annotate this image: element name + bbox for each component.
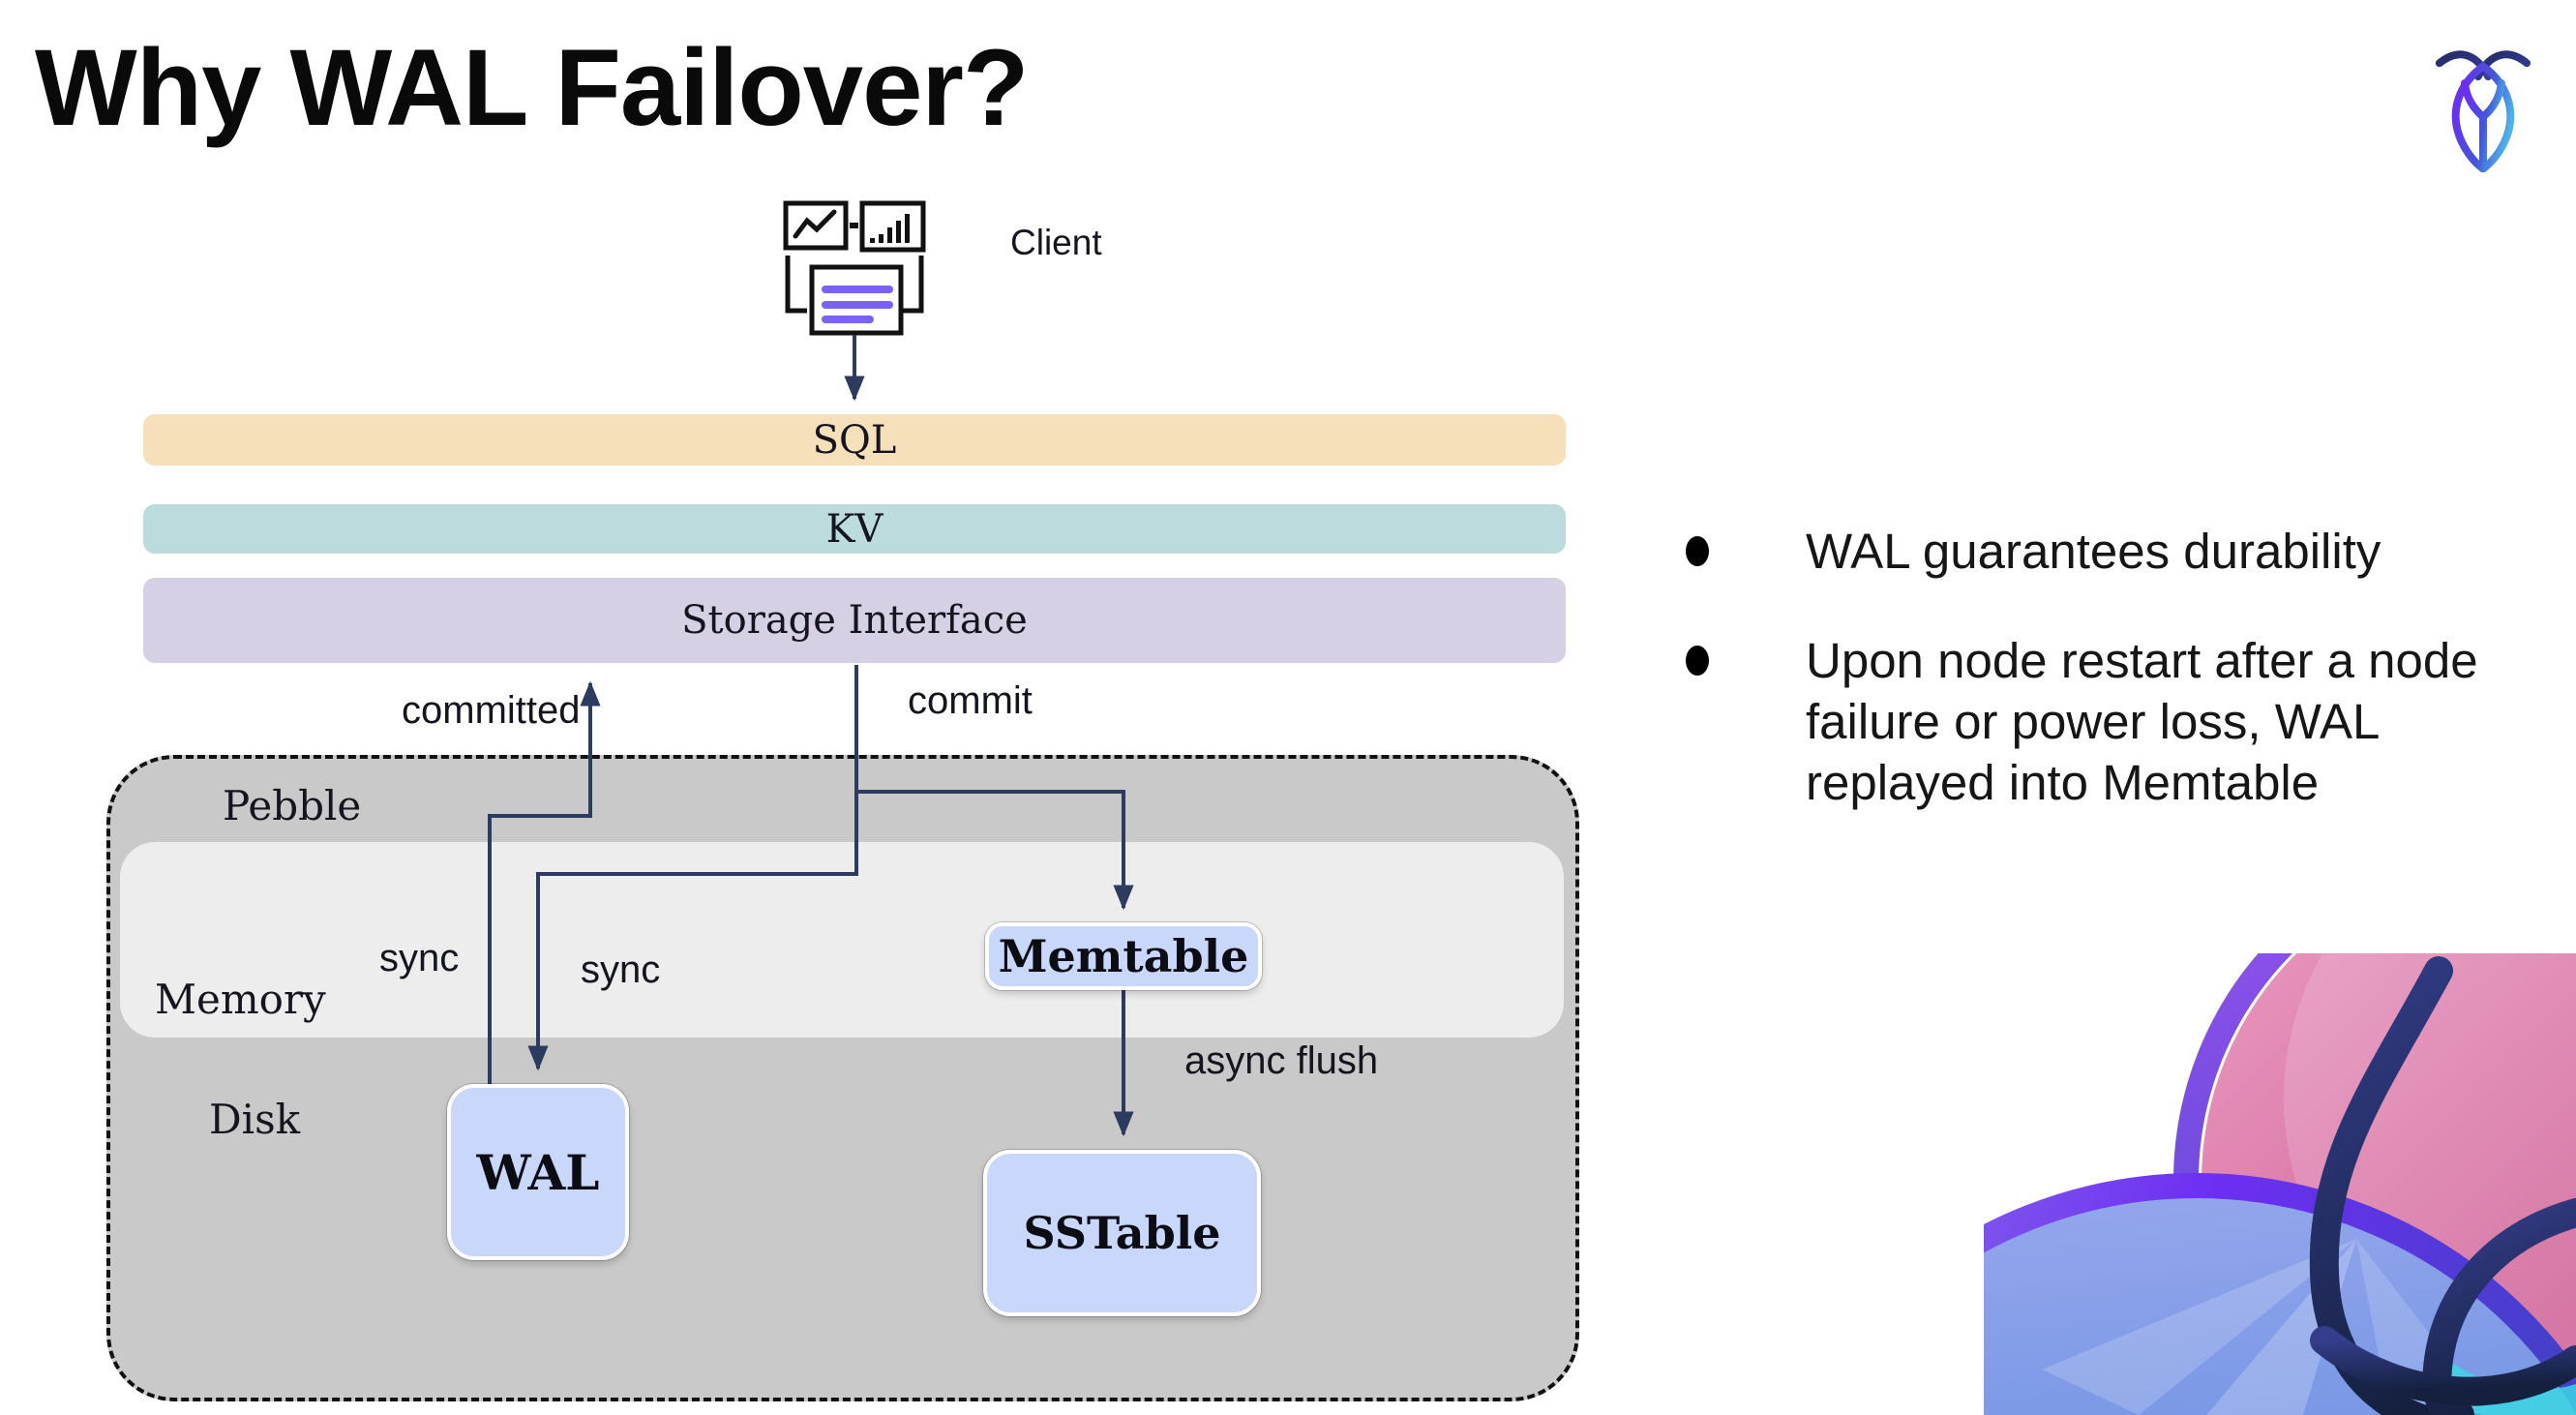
sstable-box: SSTable [983,1150,1261,1316]
bullet-text: Upon node restart after a node failure o… [1806,633,2478,810]
wal-box: WAL [447,1084,629,1260]
sync-left-label: sync [379,937,460,979]
sstable-box-label: SSTable [1023,1207,1221,1259]
layer-kv: KV [143,504,1566,554]
dash-connector [850,223,858,228]
bullet-list: WAL guarantees durability Upon node rest… [1686,521,2518,861]
client-label: Client [1010,223,1102,262]
memtable-box: Memtable [985,922,1262,990]
layer-storage-interface-label: Storage Interface [681,598,1028,643]
cockroachdb-logo-icon [2435,50,2531,172]
bullet-dot [1686,536,1709,566]
pebble-label: Pebble [223,782,362,829]
client-icon [783,200,926,336]
bullet-dot [1686,646,1709,676]
memtable-box-label: Memtable [998,930,1249,982]
committed-label: committed [402,689,581,732]
commit-label: commit [908,679,1033,722]
memory-band [120,842,1564,1038]
async-flush-label: async flush [1184,1039,1379,1082]
layer-sql-label: SQL [812,417,897,463]
document-lines [822,286,893,323]
memory-label: Memory [155,976,326,1023]
disk-label: Disk [209,1096,301,1143]
wal-box-label: WAL [476,1143,600,1201]
layer-sql: SQL [143,414,1566,466]
brand-art-graphic [1984,953,2576,1415]
sync-right-label: sync [581,948,661,991]
list-item: WAL guarantees durability [1686,521,2518,582]
layer-kv-label: KV [825,506,884,552]
bullet-text: WAL guarantees durability [1806,524,2381,579]
layer-storage-interface: Storage Interface [143,578,1566,663]
list-item: Upon node restart after a node failure o… [1686,630,2518,813]
page-title: Why WAL Failover? [35,27,1029,148]
